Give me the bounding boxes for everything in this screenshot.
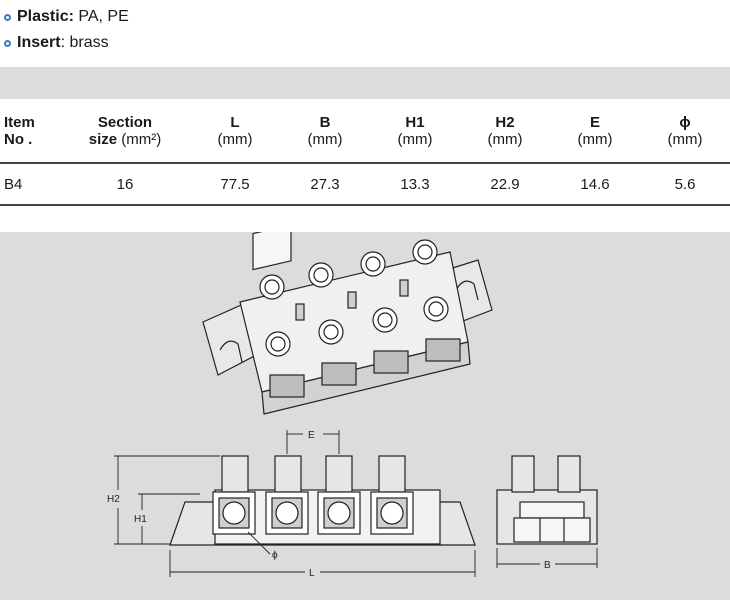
cell-H1: 13.3 — [370, 163, 460, 206]
cell-E: 14.6 — [550, 163, 640, 206]
technical-drawing-panel: E H2 H1 ϕ L B — [0, 232, 730, 600]
material-item-plastic: Plastic: PA, PE — [4, 4, 129, 30]
front-view — [169, 455, 476, 546]
table-row: B4 16 77.5 27.3 13.3 22.9 14.6 5.6 — [0, 163, 730, 206]
dim-label-H2: H2 — [107, 494, 120, 505]
header-phi: ϕ(mm) — [640, 100, 730, 164]
material-label: Plastic: — [17, 8, 74, 25]
material-value: PA, PE — [78, 8, 129, 25]
cell-H2: 22.9 — [460, 163, 550, 206]
dim-label-L: L — [309, 568, 315, 579]
section-divider-band — [0, 67, 730, 99]
header-H1: H1(mm) — [370, 100, 460, 164]
header-H2: H2(mm) — [460, 100, 550, 164]
bullet-icon — [4, 13, 11, 21]
cell-section-size: 16 — [60, 163, 190, 206]
cell-B: 27.3 — [280, 163, 370, 206]
dim-label-phi: ϕ — [272, 550, 278, 561]
cell-L: 77.5 — [190, 163, 280, 206]
bullet-icon — [4, 39, 11, 47]
header-B: B(mm) — [280, 100, 370, 164]
technical-drawing: E H2 H1 ϕ L B — [107, 232, 598, 579]
cell-item-no: B4 — [0, 163, 60, 206]
material-list: Plastic: PA, PE Insert: brass — [4, 4, 129, 56]
dim-label-B: B — [544, 560, 551, 571]
isometric-view — [202, 232, 493, 415]
cell-phi: 5.6 — [640, 163, 730, 206]
dim-label-H1: H1 — [134, 514, 147, 525]
side-view — [496, 455, 598, 545]
header-L: L(mm) — [190, 100, 280, 164]
header-E: E(mm) — [550, 100, 640, 164]
dimension-lines — [114, 430, 598, 577]
dim-label-E: E — [308, 430, 315, 441]
material-label: Insert — [17, 34, 61, 51]
material-item-insert: Insert: brass — [4, 30, 129, 56]
material-value: : brass — [60, 34, 109, 51]
